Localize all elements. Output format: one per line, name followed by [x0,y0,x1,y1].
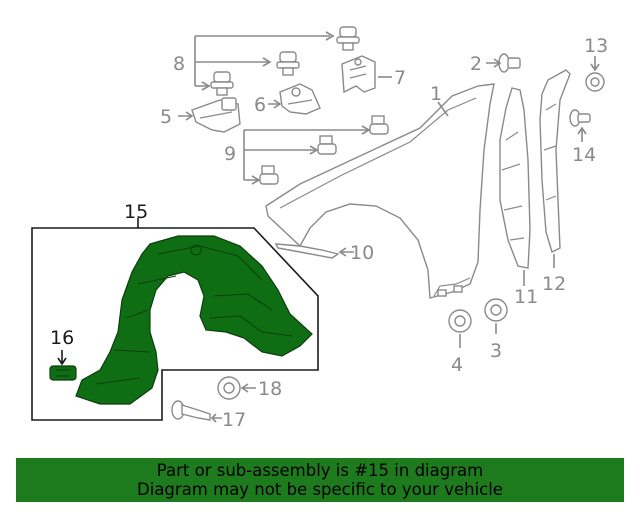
callout-14: 14 [572,144,596,166]
callout-8: 8 [173,53,185,75]
callout-3: 3 [490,340,502,362]
callout-12: 12 [542,273,566,295]
fender-1 [265,83,495,299]
bolt-9-b [317,135,337,155]
fender-liner-15 [75,235,313,405]
callout-5-leader [178,111,194,121]
callout-1: 1 [430,83,442,105]
callout-2-leader [486,58,502,68]
callout-8-arrowheads [201,31,335,91]
callout-2: 2 [470,53,482,75]
seal-11 [499,87,531,269]
callout-4: 4 [451,354,463,376]
molding-10 [274,243,340,259]
callout-9-leader [243,129,368,181]
callout-15: 15 [124,201,148,223]
bolt-9-a [369,115,389,135]
callout-6: 6 [254,94,266,116]
callout-9: 9 [224,143,236,165]
banner-line-2: Diagram may not be specific to your vehi… [137,480,503,499]
callout-6-leader [268,99,282,109]
seal-12 [539,69,571,253]
callout-17-leader [210,413,222,423]
callout-14-leader [577,126,587,142]
bolt-9-c [259,165,279,185]
callout-9-group: 9 [224,115,389,185]
clip-8-c [210,71,234,96]
nut-3 [484,298,508,322]
callout-13-leader [590,56,600,72]
screw-14 [569,109,591,127]
info-banner: Part or sub-assembly is #15 in diagram D… [16,458,624,502]
callout-10: 10 [350,242,374,264]
bracket-7 [341,55,376,94]
callout-1-leader [437,101,449,117]
callout-8-leader [194,35,330,87]
inset-box-15: 15 16 [31,201,319,421]
callout-8-group: 8 [173,26,360,96]
callout-13: 13 [584,35,608,57]
clip-8-b [276,51,300,76]
callout-10-leader [338,247,354,257]
nut-4 [448,309,472,333]
clip-8-a [336,26,360,51]
callout-18-leader [240,383,256,393]
banner-line-1: Part or sub-assembly is #15 in diagram [156,461,484,480]
nut-18 [217,376,241,400]
callout-9-arrowheads [251,125,371,185]
bracket-6 [279,83,321,115]
callout-16: 16 [50,327,74,349]
callout-7: 7 [394,67,406,89]
callout-16-leader [57,350,67,366]
bolt-2 [498,53,521,73]
callout-17: 17 [222,409,246,431]
callout-11: 11 [514,286,538,308]
push-pin-17 [171,400,211,421]
callout-18: 18 [258,378,282,400]
bracket-5 [191,97,241,133]
callout-5: 5 [160,106,172,128]
clip-16 [49,365,77,381]
nut-13 [585,72,605,92]
